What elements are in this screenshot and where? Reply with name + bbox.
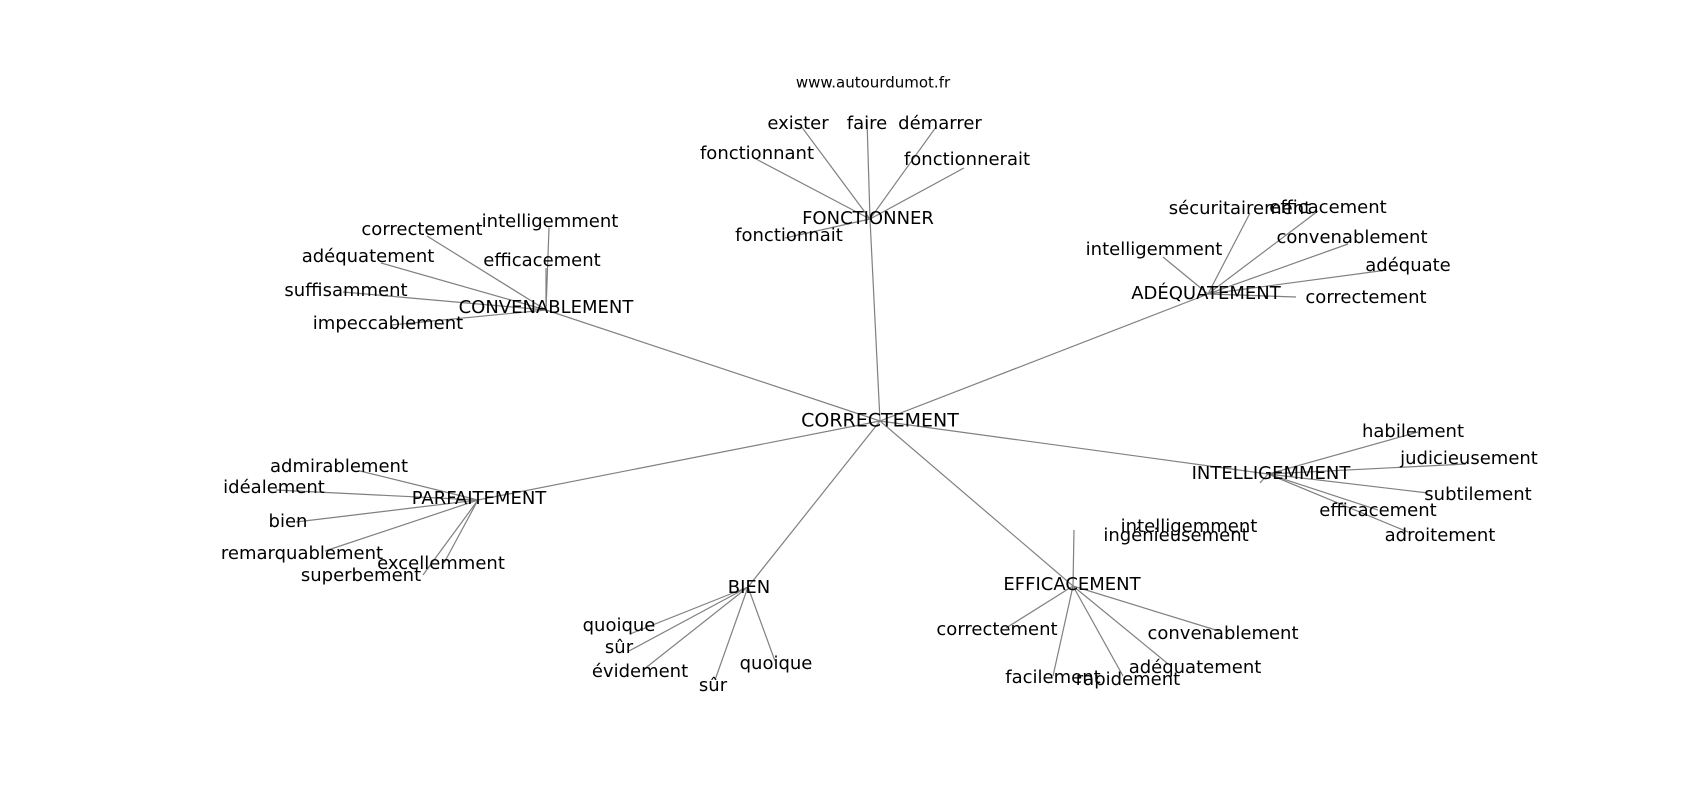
edges [275,119,1467,681]
edge-efficacement-4 [1052,585,1074,677]
edge-intelligemment-5 [1259,473,1269,484]
hub-node-label-parfaitement: PARFAITEMENT [412,488,548,509]
leaf-node-label-convenablement-0: intelligemment [482,211,619,232]
hub-node-label-intelligemment: INTELLIGEMMENT [1192,463,1352,484]
leaf-node-label-adequatement-3: intelligemment [1086,239,1223,260]
leaf-node-label-intelligemment-1: judicieusement [1399,448,1538,469]
leaf-node-label-efficacement-2: convenablement [1147,623,1298,644]
edge-fonctionner-2 [869,126,937,220]
edge-center-intelligemment [879,420,1269,475]
edge-convenablement-1 [426,235,547,311]
leaf-node-label-intelligemment-5: ingénieusement [1103,525,1248,546]
edge-fonctionner-5 [784,218,871,239]
leaf-node-label-bien-0: quoique [583,615,656,636]
edge-intelligemment-4 [1267,473,1409,533]
edge-efficacement-0 [1072,529,1075,587]
edge-parfaitement-0 [359,470,479,501]
edge-parfaitement-3 [324,499,479,552]
leaf-node-label-fonctionner-1: faire [847,113,887,134]
edge-intelligemment-2 [1267,473,1429,494]
edge-fonctionner-0 [800,125,871,220]
leaf-node-label-intelligemment-4: adroitement [1385,525,1496,546]
hub-node-label-bien: BIEN [728,577,771,598]
leaf-node-label-fonctionner-3: fonctionnant [700,143,814,164]
edge-convenablement-4 [342,291,547,311]
hub-node-label-efficacement: EFFICACEMENT [1003,574,1141,595]
edge-efficacement-1 [1005,585,1074,629]
leaf-node-label-bien-1: sûr [605,637,634,658]
edge-bien-1 [628,586,749,652]
leaf-node-label-parfaitement-1: idéalement [223,477,325,498]
edge-intelligemment-0 [1267,431,1419,475]
hub-node-label-fonctionner: FONCTIONNER [802,208,934,229]
site-watermark: www.autourdumot.fr [796,74,951,92]
leaf-node-label-adequatement-0: sécuritairement [1169,198,1311,219]
edge-parfaitement-1 [275,489,479,501]
edge-bien-4 [747,586,776,662]
leaf-node-label-efficacement-4: facilement [1005,667,1100,688]
edge-adequatement-1 [1207,210,1319,295]
edge-center-bien [747,420,881,588]
edge-efficacement-2 [1072,585,1220,632]
leaf-node-label-convenablement-2: efficacement [483,250,600,271]
edge-parfaitement-4 [443,499,479,564]
edge-parfaitement-5 [422,499,479,576]
hub-node-label-convenablement: CONVENABLEMENT [459,297,635,318]
edge-center-parfaitement [477,420,881,501]
leaf-node-label-efficacement-0: intelligemment [1121,516,1258,537]
labels: www.autourdumot.fr CORRECTEMENT FONCTIONN… [221,74,1538,697]
leaf-node-label-parfaitement-4: excellemment [377,553,505,574]
edge-adequatement-3 [1162,256,1209,295]
edge-adequatement-2 [1207,243,1349,295]
leaf-node-label-adequatement-2: convenablement [1276,227,1427,248]
edge-convenablement-3 [380,262,547,311]
leaf-node-label-intelligemment-0: habilement [1362,421,1464,442]
edge-parfaitement-2 [295,499,479,523]
edge-efficacement-5 [1072,585,1124,677]
edge-bien-2 [642,586,749,671]
leaf-node-label-intelligemment-2: subtilement [1424,484,1531,505]
edge-fonctionner-4 [869,167,965,220]
leaf-node-label-efficacement-1: correctement [936,619,1057,640]
leaf-node-label-convenablement-1: correctement [361,219,482,240]
edge-bien-0 [629,586,749,635]
edge-efficacement-3 [1072,585,1168,664]
leaf-node-label-fonctionner-2: démarrer [898,113,982,134]
edge-convenablement-5 [390,309,547,326]
edge-intelligemment-3 [1267,473,1379,511]
edge-intelligemment-1 [1267,463,1467,475]
leaf-node-label-efficacement-3: adéquatement [1129,657,1262,678]
edge-adequatement-4 [1207,269,1388,295]
leaf-node-label-fonctionner-5: fonctionnait [735,225,843,246]
edge-center-efficacement [879,420,1074,587]
edge-center-convenablement [545,309,881,422]
leaf-node-label-parfaitement-5: superbement [301,565,421,586]
leaf-node-label-convenablement-5: impeccablement [313,313,463,334]
edge-bien-3 [714,586,749,681]
leaf-node-label-adequatement-1: efficacement [1269,197,1386,218]
edge-center-adequatement [879,293,1209,422]
edge-adequatement-5 [1207,293,1297,298]
leaf-node-label-fonctionner-4: fonctionnerait [904,149,1030,170]
leaf-node-label-bien-4: quoique [740,653,813,674]
hub-node-label-adequatement: ADÉQUATEMENT [1131,282,1282,304]
leaf-node-label-parfaitement-3: remarquablement [221,543,383,564]
leaf-node-label-convenablement-3: adéquatement [302,246,435,267]
leaf-node-label-parfaitement-0: admirablement [270,456,408,477]
edge-adequatement-0 [1207,212,1251,295]
leaf-node-label-intelligemment-3: efficacement [1319,500,1436,521]
edge-fonctionner-1 [866,119,871,220]
center-node-label: CORRECTEMENT [801,410,959,432]
edge-fonctionner-3 [755,158,871,220]
edge-center-fonctionner [869,218,881,422]
leaf-node-label-bien-2: évidement [592,661,688,682]
leaf-node-label-adequatement-4: adéquate [1365,255,1451,276]
leaf-node-label-convenablement-4: suffisamment [284,280,407,301]
leaf-node-label-efficacement-5: rapidement [1076,669,1180,690]
leaf-node-label-bien-3: sûr [699,675,728,696]
leaf-node-label-parfaitement-2: bien [269,511,308,532]
leaf-node-label-fonctionner-0: exister [767,113,829,134]
leaf-node-label-adequatement-5: correctement [1305,287,1426,308]
